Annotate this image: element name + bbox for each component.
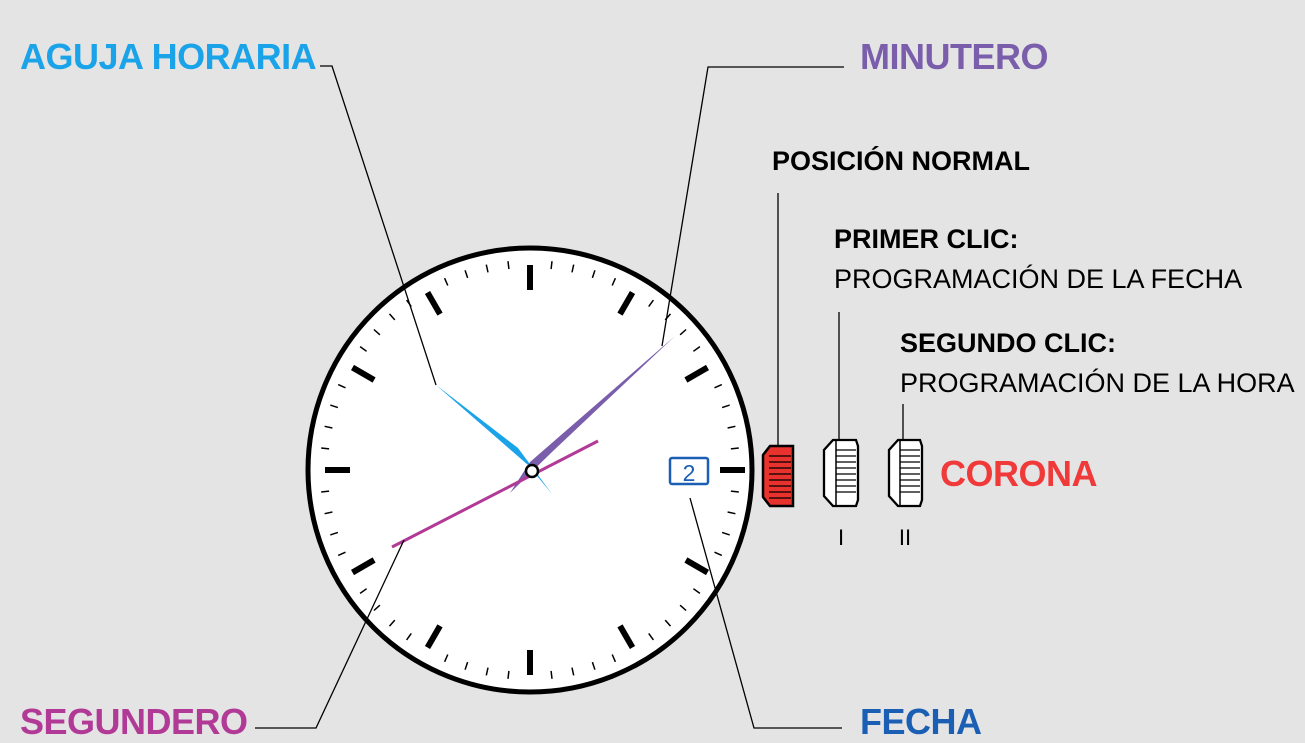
hour-marker [684, 364, 710, 383]
minute-marker [330, 531, 339, 536]
minute-marker [721, 531, 730, 536]
minute-marker [611, 277, 617, 286]
minute-hand-leader [661, 66, 844, 347]
crown-position-1 [822, 438, 860, 508]
minute-marker [373, 328, 381, 336]
minute-hand-label: MINUTERO [860, 36, 1048, 77]
minute-marker [648, 632, 655, 641]
minute-marker [730, 447, 739, 450]
minute-marker [727, 425, 736, 429]
position-1-label: I [838, 525, 844, 550]
minute-marker [321, 447, 330, 450]
minute-marker [571, 667, 575, 676]
minute-marker [485, 667, 489, 676]
minute-marker [692, 588, 701, 595]
minute-marker [714, 383, 723, 389]
date-leader [689, 497, 842, 729]
normal-position-label: POSICIÓN NORMAL [772, 145, 1030, 176]
minute-marker [330, 404, 339, 409]
minute-marker [443, 277, 449, 286]
minute-marker [721, 404, 730, 409]
minute-marker [337, 383, 346, 389]
crown-label: CORONA [940, 453, 1097, 494]
minute-marker [359, 345, 368, 352]
hour-marker [684, 557, 710, 576]
minute-marker [373, 604, 381, 612]
minute-marker [714, 551, 723, 557]
second-hand-leader [255, 539, 405, 729]
watch-hands [391, 336, 675, 549]
hour-marker [350, 557, 376, 576]
minute-marker [679, 328, 687, 336]
position-2-label: II [899, 525, 911, 550]
hour-hand-label: AGUJA HORARIA [20, 36, 317, 77]
second-hand-label: SEGUNDERO [20, 701, 248, 742]
minute-marker [337, 551, 346, 557]
minute-marker [324, 425, 333, 429]
crown-position-2 [887, 438, 924, 508]
minute-marker [464, 661, 469, 670]
minute-marker [550, 670, 553, 679]
minute-marker [692, 345, 701, 352]
minute-marker [359, 588, 368, 595]
date-window: 2 [668, 456, 710, 486]
minute-marker [464, 270, 469, 279]
second-click-title: SEGUNDO CLIC: [900, 328, 1116, 358]
dial-markers [321, 261, 745, 679]
minute-marker [648, 299, 655, 308]
minute-marker [388, 619, 396, 627]
date-label: FECHA [860, 701, 982, 742]
minute-marker [324, 511, 333, 515]
hour-marker [424, 624, 443, 650]
hour-marker [424, 290, 443, 316]
minute-marker [507, 670, 510, 679]
minute-marker [550, 261, 553, 270]
minute-marker [727, 511, 736, 515]
minute-marker [388, 313, 396, 321]
minute-marker [730, 490, 739, 493]
minute-marker [664, 619, 672, 627]
minute-marker [405, 632, 412, 641]
center-pin [524, 463, 540, 479]
date-window-frame [668, 456, 710, 486]
minute-marker [679, 604, 687, 612]
minute-marker [571, 264, 575, 273]
date-window-value: 2 [683, 460, 696, 486]
minute-marker [485, 264, 489, 273]
hour-marker [617, 290, 636, 316]
hour-hand-leader [320, 65, 437, 386]
minute-marker [321, 490, 330, 493]
minute-marker [591, 270, 596, 279]
second-hand [391, 439, 599, 549]
crown-normal [761, 444, 795, 508]
first-click-title: PRIMER CLIC: [834, 224, 1019, 254]
minute-marker [443, 654, 449, 663]
hour-marker [350, 364, 376, 383]
minute-marker [507, 261, 510, 270]
hour-marker [617, 624, 636, 650]
first-click-description: PROGRAMACIÓN DE LA FECHA [834, 263, 1242, 294]
second-click-description: PROGRAMACIÓN DE LA HORA [900, 367, 1295, 398]
minute-marker [591, 661, 596, 670]
minute-marker [611, 654, 617, 663]
